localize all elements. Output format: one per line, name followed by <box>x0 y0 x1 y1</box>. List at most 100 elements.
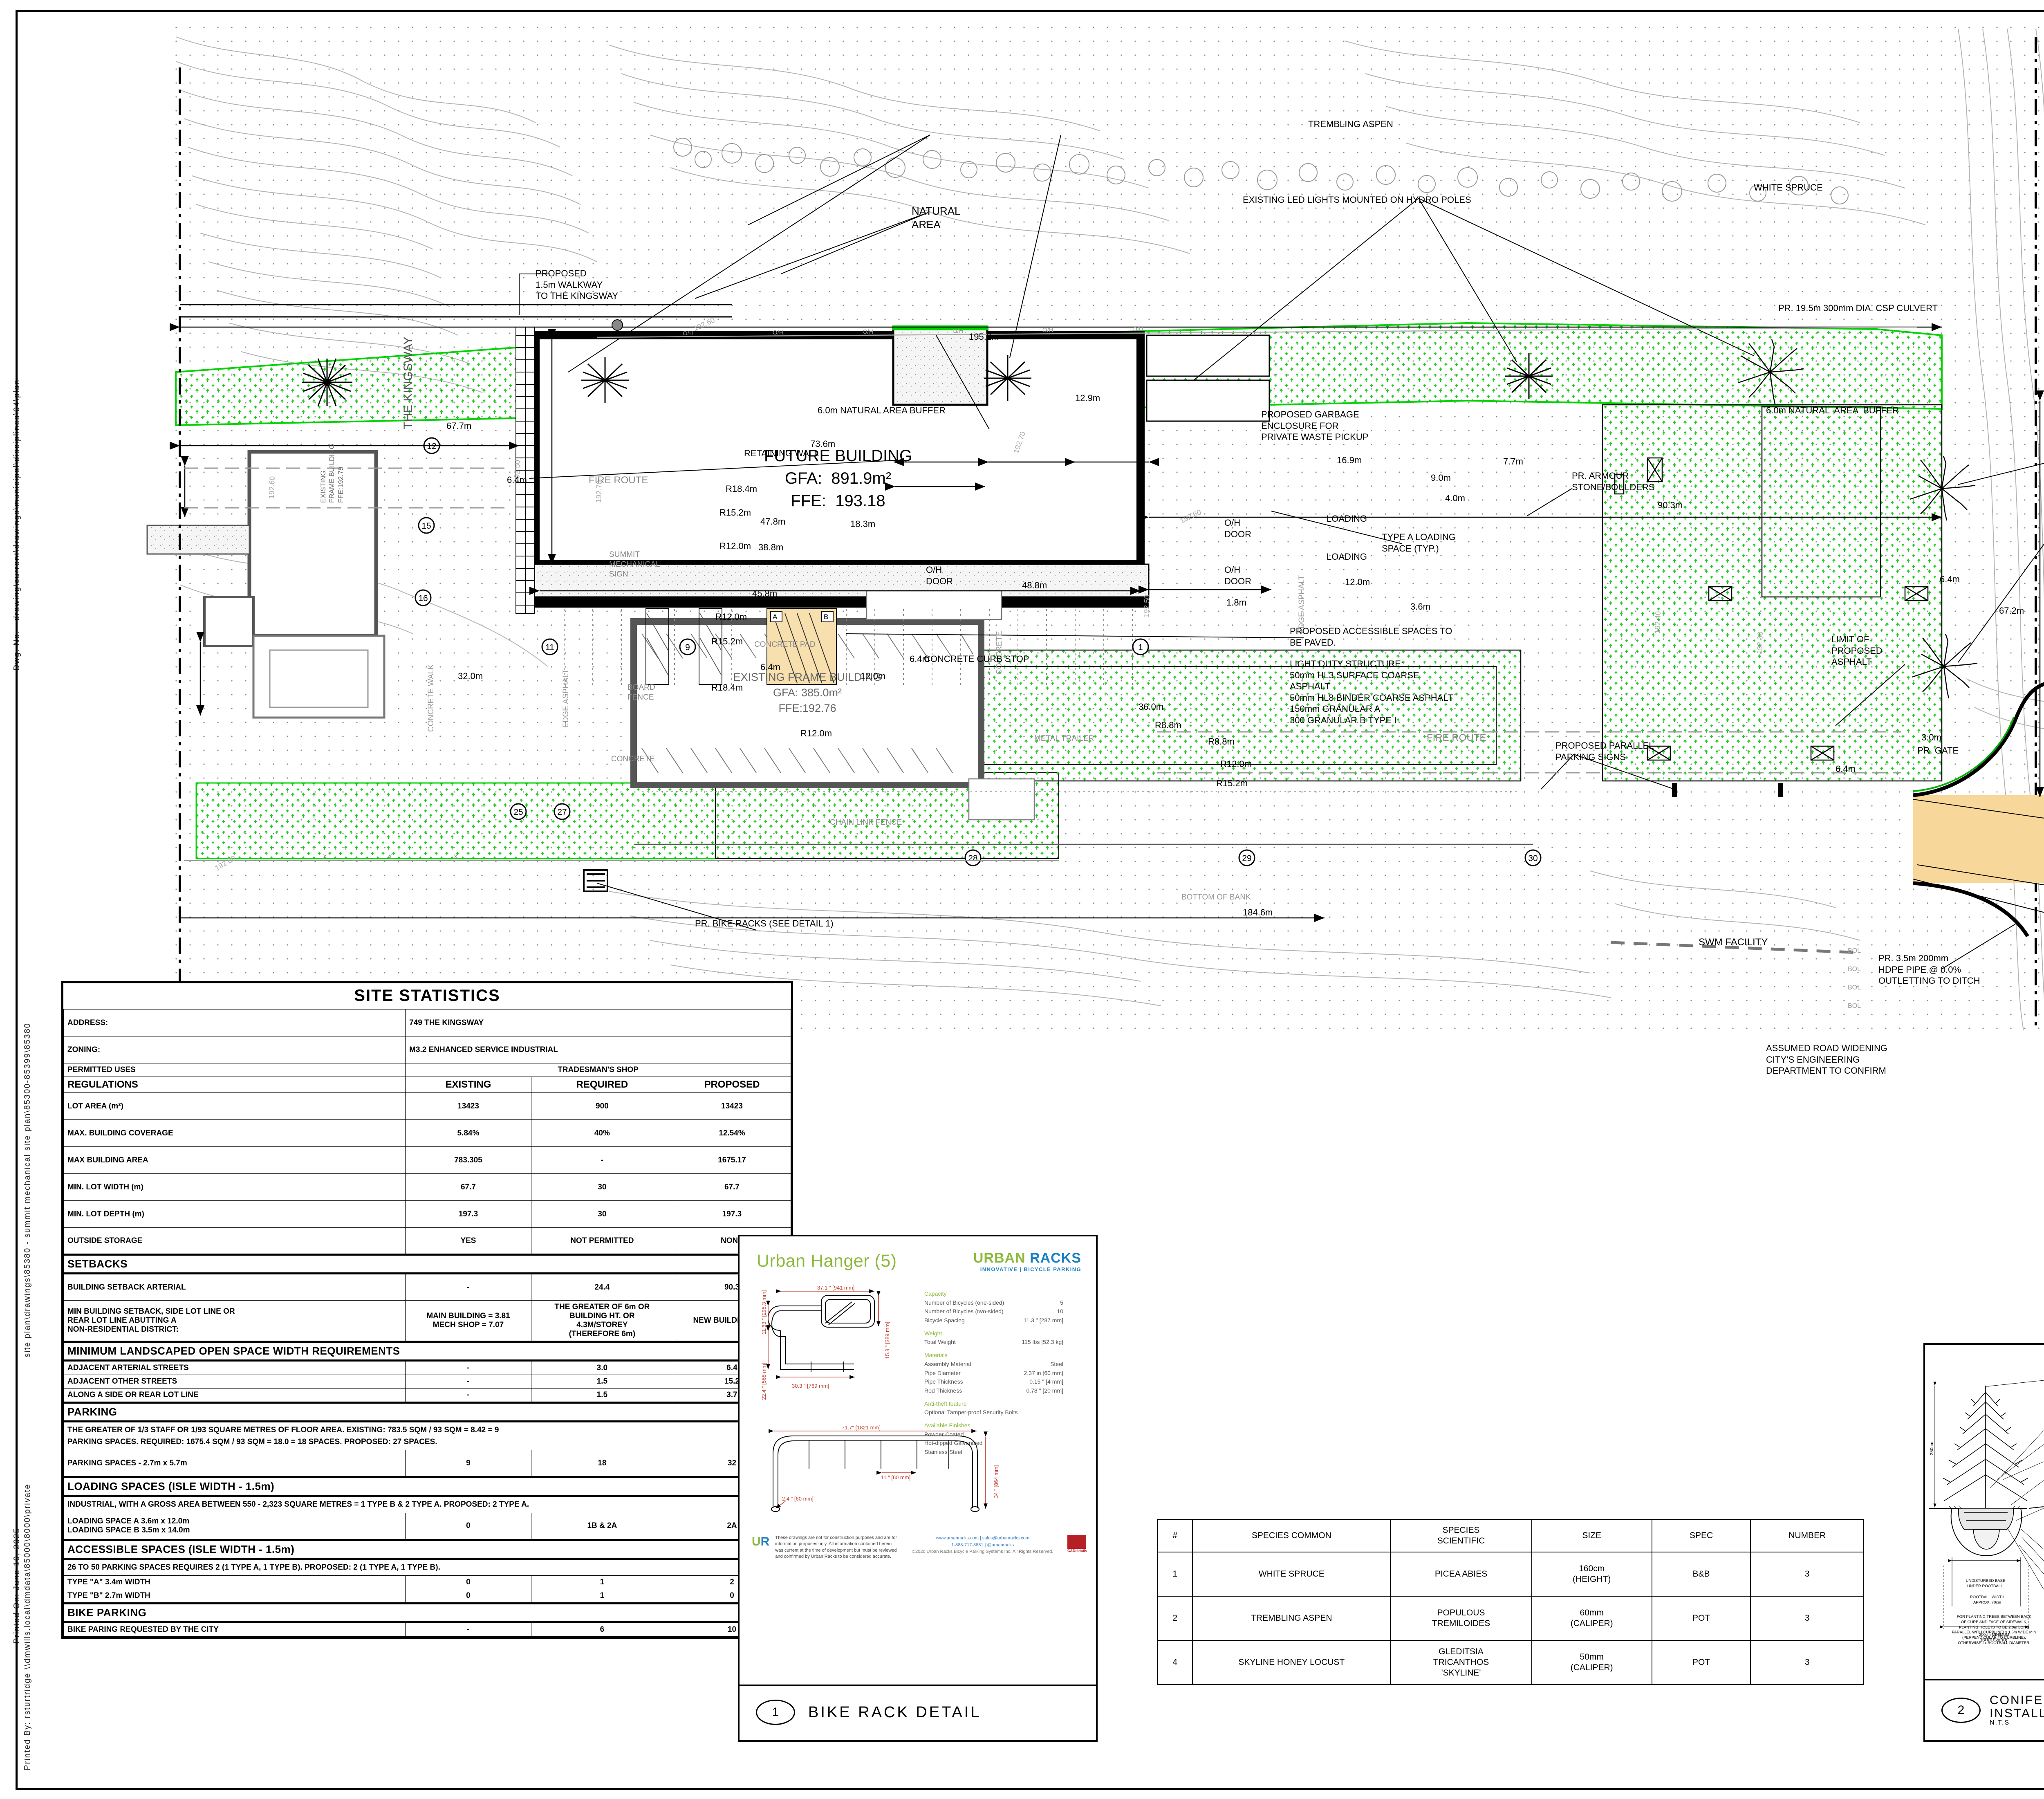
plan-leader-note: EXISTING LED LIGHTS MOUNTED ON HYDRO POL… <box>1243 195 1471 205</box>
plan-dimension: R12.0m <box>719 541 751 551</box>
accessible-stall-b: B <box>824 613 829 621</box>
plan-dimension: R18.4m <box>711 682 743 693</box>
plant-number: 2 <box>1156 1596 1193 1641</box>
stat-row-existing: - <box>405 1360 531 1375</box>
bike-header: BIKE PARKING <box>63 1602 791 1623</box>
stat-row-required: 1.5 <box>531 1388 673 1403</box>
landscape-header: MINIMUM LANDSCAPED OPEN SPACE WIDTH REQU… <box>63 1341 791 1362</box>
svg-text:BOL: BOL <box>1848 947 1861 954</box>
dim-bottom-width: 30.3 " [769 mm] <box>792 1383 829 1389</box>
plan-dimension: 195.2m <box>969 332 999 342</box>
plan-area-label: FIRE ROUTE <box>1427 732 1486 743</box>
stat-row-required: 1B & 2A <box>531 1512 673 1540</box>
plan-dimension: 12.0m <box>861 671 886 681</box>
stat-row-label: LOT AREA (m²) <box>63 1092 406 1120</box>
bike-detail-number: 1 <box>756 1700 795 1725</box>
urban-racks-logo: URBAN RACKS INNOVATIVE | BICYCLE PARKING <box>973 1250 1081 1272</box>
sheet-border <box>16 10 2044 1790</box>
existing-building-name: EXISTING FRAME BUILDING <box>733 671 882 683</box>
accessible-header: ACCESSIBLE SPACES (ISLE WIDTH - 1.5m) <box>63 1539 791 1560</box>
plan-dimension: 6.4m <box>910 654 930 664</box>
stat-row-label: ADJACENT OTHER STREETS <box>63 1375 406 1389</box>
stat-row-required: NOT PERMITTED <box>531 1227 673 1255</box>
plan-leader-note: LIGHT DUTY STRUCTURE:50mm HL3 SURFACE CO… <box>1290 659 1453 725</box>
svg-text:CONCRETE: CONCRETE <box>995 631 1004 675</box>
bike-spec-row: Number of Bicycles (one-sided)5 <box>924 1299 1063 1306</box>
plan-dimension: 7.7m <box>1503 456 1523 467</box>
plan-dimension: 4.0m <box>1445 493 1465 503</box>
dim-pipe: 2.4 " [60 mm] <box>782 1496 814 1502</box>
plan-leader-note: PR. GATE <box>1917 745 1959 756</box>
svg-text:O/H: O/H <box>863 328 874 335</box>
plan-area-label: THE KINGSWAY <box>401 336 415 429</box>
svg-text:1: 1 <box>1138 643 1143 652</box>
plant-spec: B&B <box>1651 1552 1751 1597</box>
plan-dimension: CONCRETE CURB STOP <box>924 654 1029 664</box>
svg-text:27: 27 <box>557 808 567 817</box>
plant-count: 3 <box>1750 1552 1864 1597</box>
plant-col-header: SPECIES COMMON <box>1192 1519 1391 1552</box>
stat-row-existing: - <box>405 1273 531 1301</box>
plan-area-label: SWM FACILITY <box>1699 937 1768 948</box>
svg-text:29: 29 <box>1242 854 1251 863</box>
stat-row-label: ADJACENT ARTERIAL STREETS <box>63 1360 406 1375</box>
ur-web[interactable]: www.urbanracks.com | sales@urbanracks.co… <box>936 1536 1029 1541</box>
stat-row-required: - <box>531 1146 673 1174</box>
stat-row-label: TYPE "B" 2.7m WIDTH <box>63 1589 406 1604</box>
dim-top-height: 11.63 " [295.3 mm] <box>761 1290 767 1335</box>
future-building-name: FUTURE BUILDING <box>764 447 912 465</box>
plant-col-header: SPEC <box>1651 1519 1751 1552</box>
stat-row-existing: 67.7 <box>405 1173 531 1201</box>
svg-text:O/H: O/H <box>683 330 694 337</box>
plant-common-name: SKYLINE HONEY LOCUST <box>1192 1640 1391 1685</box>
bike-detail-title: BIKE RACK DETAIL <box>808 1703 982 1721</box>
plant-spec: POT <box>1651 1596 1751 1641</box>
plant-col-header: SIZE <box>1531 1519 1652 1552</box>
stat-row-label: MAX. BUILDING COVERAGE <box>63 1119 406 1147</box>
plan-area-label: CONCRETE PAD <box>754 640 816 649</box>
plan-dimension: 6.4m <box>1940 574 1960 584</box>
stat-row-existing: - <box>405 1388 531 1403</box>
svg-text:28: 28 <box>968 854 977 863</box>
stat-row-label: BUILDING SETBACK ARTERIAL <box>63 1273 406 1301</box>
col-required: REQUIRED <box>531 1077 673 1093</box>
plant-count: 3 <box>1750 1640 1864 1685</box>
plan-dimension: R12.0m <box>1220 759 1252 769</box>
urban-racks-tagline: INNOVATIVE | BICYCLE PARKING <box>980 1266 1081 1272</box>
plant-size: 60mm(CALIPER) <box>1531 1596 1652 1641</box>
svg-text:x: x <box>388 852 392 860</box>
tree-detail-note: 200cm MINIMUM(BOULEVARD) <box>1979 1633 2009 1642</box>
plan-dimension: R8.8m <box>1208 736 1235 747</box>
stat-row-required: 900 <box>531 1092 673 1120</box>
address-value: 749 THE KINGSWAY <box>405 1009 791 1036</box>
col-existing: EXISTING <box>405 1077 531 1093</box>
bike-rack-detail-panel: Urban Hanger (5) URBAN RACKS INNOVATIVE … <box>738 1235 1098 1742</box>
svg-text:12: 12 <box>427 442 436 451</box>
ur-footer-logo: UR <box>752 1535 770 1548</box>
svg-text:16: 16 <box>418 594 428 603</box>
svg-text:CONCRETE WALK: CONCRETE WALK <box>427 664 435 732</box>
svg-text:BOL: BOL <box>1848 1003 1861 1009</box>
